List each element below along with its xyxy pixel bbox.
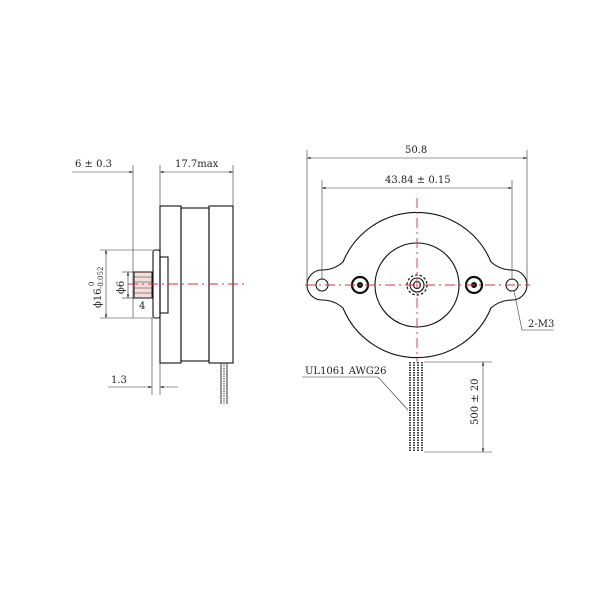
motor-outline <box>306 211 528 359</box>
dim-gear-width: 4 <box>139 301 145 312</box>
body-front-section <box>159 205 182 364</box>
dim-overall-width: 50.8 <box>405 145 427 156</box>
side-view: 6 ± 0.3 17.7max ϕ16 0 -0.052 ϕ6 4 1.3 <box>72 159 245 404</box>
body-middle-section <box>180 207 210 362</box>
dim-shaft-dia: ϕ6 <box>116 281 127 294</box>
svg-text:ϕ16: ϕ16 <box>93 288 104 308</box>
svg-text:-0.052: -0.052 <box>97 267 105 289</box>
boss <box>159 256 169 314</box>
dim-hole-spacing: 43.84 ± 0.15 <box>385 175 451 186</box>
body-rear-section <box>208 205 234 364</box>
lead-wires <box>409 362 423 452</box>
side-wires <box>220 363 228 404</box>
wire-spec-label: UL1061 AWG26 <box>305 366 387 377</box>
dim-flange-thickness: 1.3 <box>111 375 127 386</box>
svg-text:0: 0 <box>88 282 96 286</box>
dim-body-length: 17.7max <box>175 159 219 170</box>
dim-shaft-length: 6 ± 0.3 <box>75 159 112 170</box>
mount-holes-label: 2-M3 <box>528 319 554 330</box>
dim-flange-dia: ϕ16 0 -0.052 <box>88 267 105 308</box>
pinion-gear <box>133 271 153 299</box>
front-view: 50.8 43.84 ± 0.15 2-M3 UL1061 AWG26 500 … <box>302 145 554 453</box>
dim-lead-length: 500 ± 20 <box>470 378 481 425</box>
